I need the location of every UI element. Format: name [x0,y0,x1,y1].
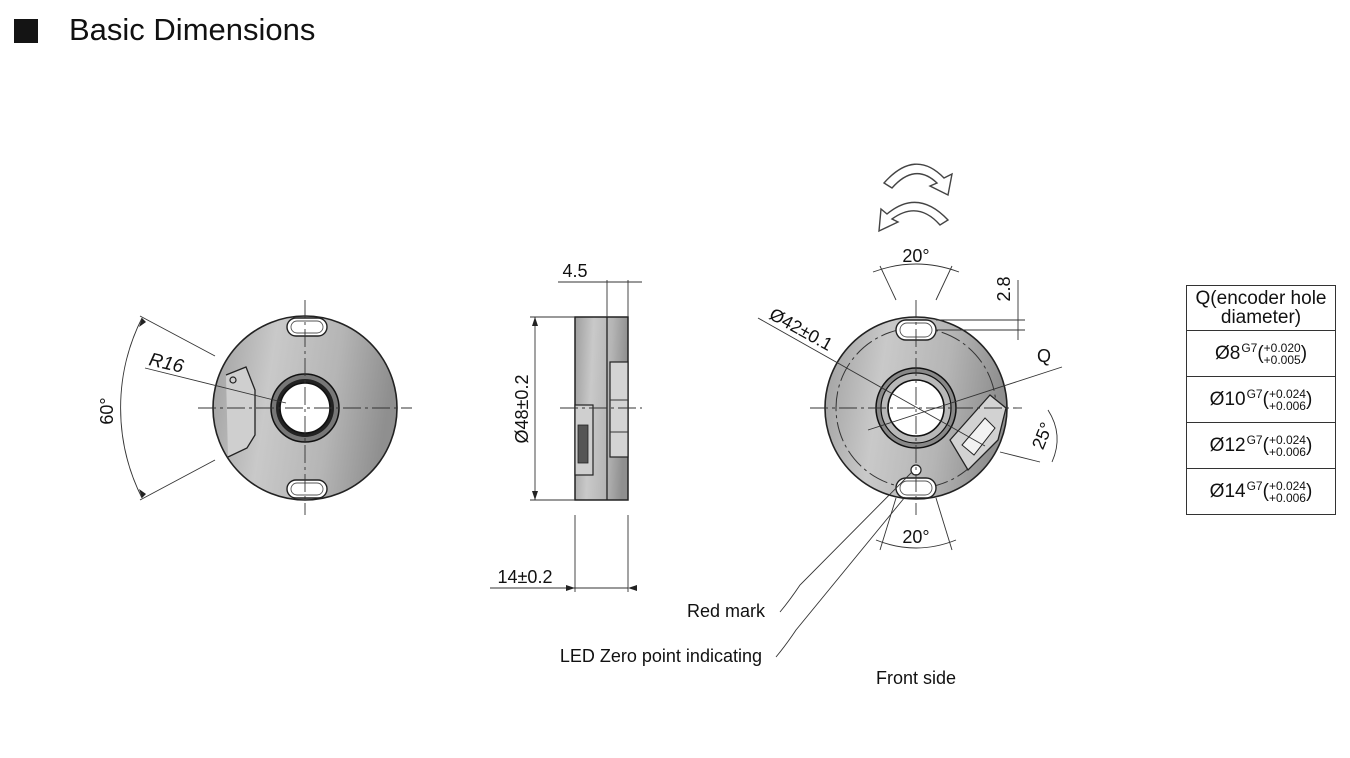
front-view-connector-pins [961,417,996,456]
table-row: Ø12G7(+0.024+0.006) [1186,422,1336,469]
table-row: Ø14G7(+0.024+0.006) [1186,468,1336,515]
front-view-q-leader [867,366,1063,431]
front-view-angle-bottom-label: 20° [902,527,929,547]
red-mark-leader [779,471,913,613]
bore-diameter-table: Q(encoder hole diameter) Ø8G7(+0.020+0.0… [1186,285,1336,515]
back-view-slot-bottom-inner [290,482,324,496]
table-row: Ø8G7(+0.020+0.005) [1186,330,1336,377]
side-view-diameter-label: Ø48±0.2 [512,375,532,444]
led-label: LED Zero point indicating [560,646,762,666]
side-view-arrow-up [532,317,538,326]
back-view: 60° R16 [97,300,412,515]
side-view-connector-pins [577,424,589,464]
front-view-angle-top-leader-r [935,265,953,301]
table-cell: Ø10G7(+0.024+0.006) [1186,376,1336,423]
front-view-angle-right-label: 25° [1028,419,1057,452]
front-view-angle-bottom-leader-l [879,497,897,551]
side-view-flange [609,361,629,458]
back-view-angle-arc [120,317,143,499]
side-view-arrow-right [628,585,637,591]
front-view: Ø42±0.1 Q 20° 2.8 25° 20° Red mark LED Z… [560,163,1063,688]
front-view-angle-bottom-leader-r [935,497,953,551]
front-view-q-label: Q [1037,346,1051,366]
back-view-angle-arrow-bottom [139,489,146,498]
front-view-angle-top-leader-l [879,265,897,301]
front-view-angle-top-arc [872,263,960,273]
front-view-caption: Front side [876,668,956,688]
front-view-pcd-leader [757,317,986,447]
side-view: 4.5 Ø48±0.2 14±0.2 [490,261,642,592]
table-cell: Ø8G7(+0.020+0.005) [1186,330,1336,377]
back-view-radius-leader [144,367,287,404]
front-view-pcd-label: Ø42±0.1 [766,304,836,355]
front-view-offset-label: 2.8 [994,276,1014,301]
led-leader [775,496,906,658]
back-view-angle-arrow-top [139,318,146,327]
side-view-thickness-label: 4.5 [562,261,587,281]
back-view-angle-leader-top [139,315,216,357]
front-view-angle-top-label: 20° [902,246,929,266]
red-mark-label: Red mark [687,601,766,621]
back-view-pin [229,376,237,384]
side-view-arrow-down [532,491,538,500]
back-view-slot-top-inner [290,320,324,334]
back-view-angle-leader-bottom [139,459,216,501]
rotation-arrow-ccw-icon [878,201,950,233]
table-cell: Ø14G7(+0.024+0.006) [1186,468,1336,515]
back-view-angle-label: 60° [97,397,117,424]
table-cell: Ø12G7(+0.024+0.006) [1186,422,1336,469]
back-view-slot-top [286,317,328,337]
table-row: Ø10G7(+0.024+0.006) [1186,376,1336,423]
back-view-radius-label: R16 [147,349,186,377]
rotation-arrow-cw-icon [882,163,953,197]
side-view-arrow-left [566,585,575,591]
section-title: Basic Dimensions [69,12,316,47]
table-header: Q(encoder hole diameter) [1186,285,1336,331]
front-view-angle-bottom-arc [875,539,957,549]
back-view-slot-bottom [286,479,328,499]
table-header-row: Q(encoder hole diameter) [1186,285,1336,331]
front-view-angle-right-arc [1047,409,1058,463]
side-view-width-label: 14±0.2 [498,567,553,587]
front-view-angle-right-leader [999,451,1041,463]
header-square-icon [14,19,38,43]
